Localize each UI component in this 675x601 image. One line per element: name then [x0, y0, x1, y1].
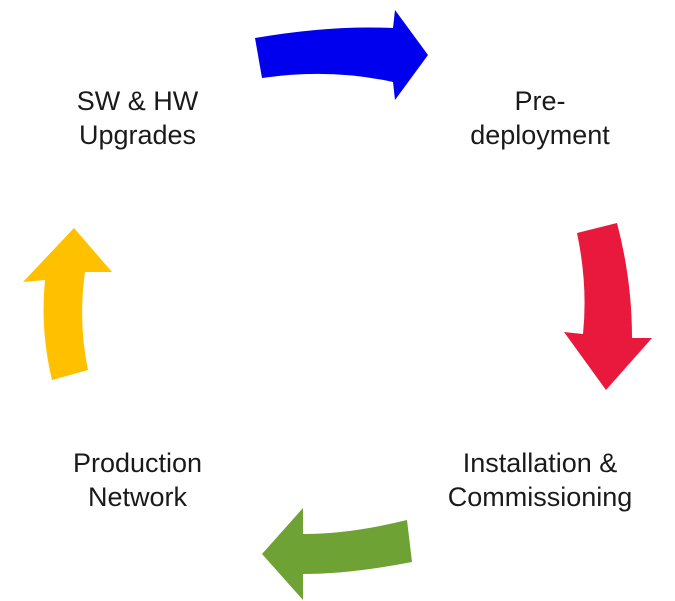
arrow-right-icon — [255, 10, 428, 100]
node-label-line: Network — [87, 482, 188, 512]
arrow-left-icon — [262, 508, 412, 600]
node-label-line: Commissioning — [447, 482, 633, 512]
node-sw-hw-upgrades: SW & HW Upgrades — [40, 84, 235, 152]
node-label-line: Pre- — [514, 86, 566, 116]
node-label-line: Upgrades — [78, 120, 197, 150]
node-production-network: Production Network — [30, 446, 245, 514]
node-label-line: Installation & — [462, 448, 618, 478]
node-label-line: SW & HW — [76, 86, 199, 116]
node-installation-commissioning: Installation & Commissioning — [415, 446, 665, 514]
arrow-down-icon — [564, 223, 652, 390]
arrow-up-icon — [23, 228, 112, 380]
node-label-line: deployment — [470, 120, 610, 150]
node-pre-deployment: Pre- deployment — [435, 84, 645, 152]
node-label-line: Production — [72, 448, 203, 478]
